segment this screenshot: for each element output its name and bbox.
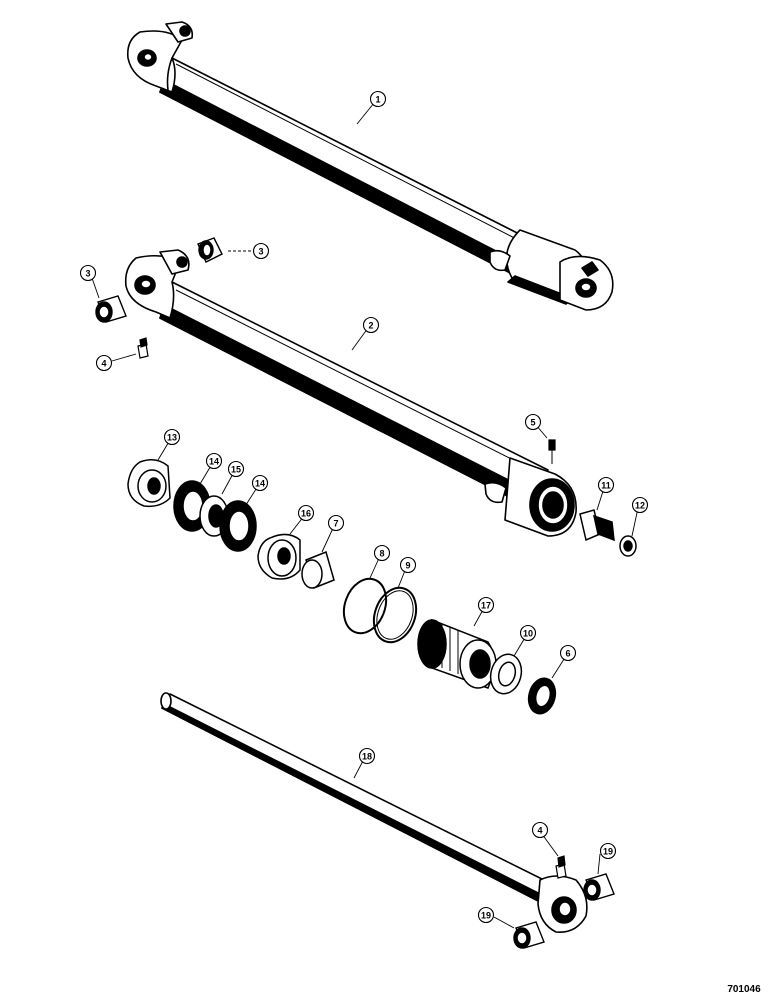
callout-4-tube: 4 bbox=[95, 354, 113, 372]
callout-15: 15 bbox=[227, 460, 245, 478]
bushing-tube-lower bbox=[95, 295, 127, 323]
callout-7: 7 bbox=[327, 514, 345, 532]
lock-washer bbox=[619, 535, 637, 557]
svg-text:8: 8 bbox=[379, 549, 384, 559]
svg-text:2: 2 bbox=[368, 321, 373, 331]
callout-19-upper: 19 bbox=[599, 842, 617, 860]
callout-18: 18 bbox=[358, 747, 376, 765]
callout-14-right: 14 bbox=[251, 474, 269, 492]
set-screw bbox=[548, 439, 556, 451]
callout-5: 5 bbox=[524, 413, 542, 431]
svg-text:1: 1 bbox=[375, 95, 380, 105]
svg-text:4: 4 bbox=[537, 826, 542, 836]
callout-6: 6 bbox=[559, 644, 577, 662]
piston bbox=[257, 533, 301, 580]
wear-ring bbox=[301, 550, 335, 590]
svg-text:10: 10 bbox=[523, 629, 533, 639]
callout-2: 2 bbox=[362, 316, 380, 334]
svg-text:6: 6 bbox=[565, 649, 570, 659]
wiper-seal bbox=[527, 677, 557, 715]
callout-17: 17 bbox=[477, 596, 495, 614]
head-cap bbox=[127, 459, 171, 508]
svg-text:9: 9 bbox=[405, 561, 410, 571]
callout-8-ring: 8 bbox=[373, 544, 391, 562]
grease-fitting-tube bbox=[137, 337, 149, 359]
o-ring bbox=[342, 577, 388, 635]
grease-fitting-rod bbox=[555, 855, 567, 879]
svg-text:3: 3 bbox=[258, 247, 263, 257]
callout-10: 10 bbox=[519, 624, 537, 642]
callout-3-lower: 3 bbox=[79, 264, 97, 282]
bushing-tube-upper bbox=[197, 237, 223, 263]
callout-19-lower: 19 bbox=[477, 906, 495, 924]
leader-lines bbox=[91, 102, 639, 929]
callout-4-rod: 4 bbox=[531, 821, 549, 839]
svg-text:17: 17 bbox=[481, 601, 491, 611]
svg-text:14: 14 bbox=[209, 457, 219, 467]
callout-12: 12 bbox=[631, 496, 649, 514]
svg-text:5: 5 bbox=[530, 418, 535, 428]
drawing-number: 701046 bbox=[727, 984, 761, 995]
bushing-rod-lower bbox=[513, 921, 545, 949]
callout-16: 16 bbox=[297, 504, 315, 522]
svg-text:7: 7 bbox=[333, 519, 338, 529]
svg-text:19: 19 bbox=[481, 911, 491, 921]
callout-1: 1 bbox=[369, 90, 387, 108]
svg-text:4: 4 bbox=[101, 359, 106, 369]
backup-ring bbox=[372, 586, 418, 644]
washer bbox=[489, 653, 523, 695]
bushing-rod-upper bbox=[583, 873, 615, 901]
cylinder-tube bbox=[124, 249, 577, 537]
callout-13: 13 bbox=[163, 428, 181, 446]
svg-text:14: 14 bbox=[255, 479, 265, 489]
piston-rod bbox=[160, 692, 588, 933]
svg-text:16: 16 bbox=[301, 509, 311, 519]
svg-text:12: 12 bbox=[635, 501, 645, 511]
callouts: 1 2 3 3 4 5 13 14 15 14 11 12 16 7 8 9 1… bbox=[79, 90, 649, 924]
svg-text:15: 15 bbox=[231, 465, 241, 475]
callout-11: 11 bbox=[597, 476, 615, 494]
piston-nut bbox=[579, 509, 615, 542]
callout-3-upper: 3 bbox=[252, 242, 270, 260]
gland bbox=[417, 618, 497, 689]
svg-text:18: 18 bbox=[362, 752, 372, 762]
callout-9: 9 bbox=[399, 556, 417, 574]
callout-14-left: 14 bbox=[205, 452, 223, 470]
svg-text:3: 3 bbox=[85, 269, 90, 279]
svg-text:19: 19 bbox=[603, 847, 613, 857]
cylinder-assembly bbox=[126, 21, 614, 311]
svg-text:13: 13 bbox=[167, 433, 177, 443]
piston-seal-right bbox=[219, 500, 257, 552]
svg-text:11: 11 bbox=[601, 481, 611, 491]
